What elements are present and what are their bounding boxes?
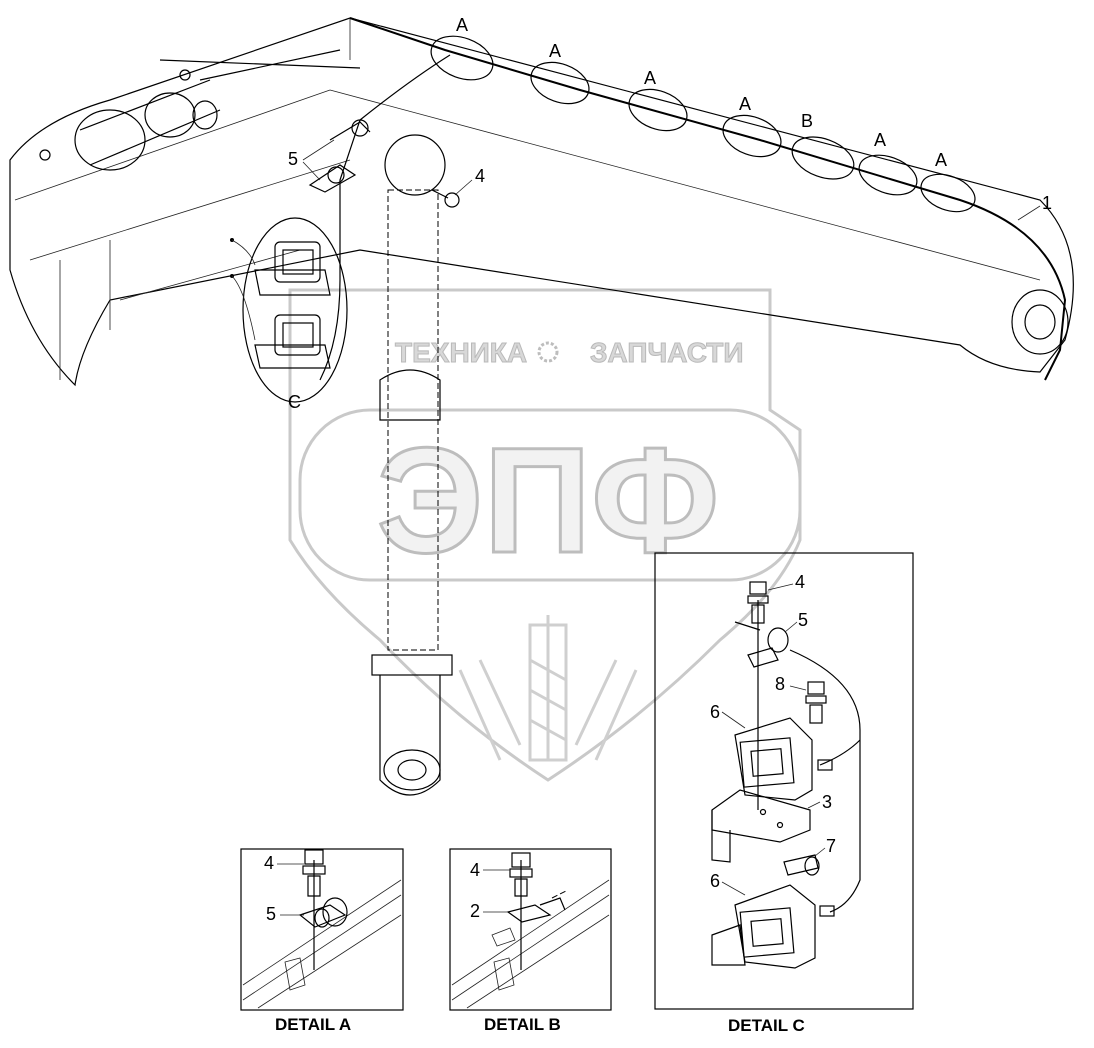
callout-b: B [801, 111, 813, 131]
watermark-gear-icon [537, 341, 559, 363]
boom-assembly [9, 17, 1074, 796]
detail-b-panel: 4 2 [449, 848, 612, 1011]
callout-part-4: 4 [475, 166, 485, 186]
watermark: ТЕХНИКА ЗАПЧАСТИ ЭПФ [288, 288, 802, 782]
callout-part-1: 1 [1042, 193, 1052, 213]
detail-c-caption: DETAIL C [728, 1016, 805, 1035]
detail-b-part-4: 4 [470, 860, 480, 880]
detail-c-part-3: 3 [822, 792, 832, 812]
callout-a-5: A [874, 130, 886, 150]
watermark-wheat-icon [458, 615, 638, 762]
detail-c-panel: 4 5 8 6 3 7 6 [654, 552, 914, 1010]
detail-a-part-5: 5 [266, 904, 276, 924]
watermark-shield-outline [288, 288, 802, 782]
boom-end-boss [1011, 289, 1069, 355]
main-clamp-parts [308, 119, 460, 208]
main-lamp-group [230, 217, 348, 403]
callout-a-1: A [456, 15, 468, 35]
callout-a-4: A [739, 94, 751, 114]
detail-c-part-5: 5 [798, 610, 808, 630]
detail-b-caption: DETAIL B [484, 1015, 561, 1034]
watermark-logo: ЭПФ [377, 416, 720, 584]
callout-a-2: A [549, 41, 561, 61]
wire-harness [349, 17, 1067, 381]
detail-c-part-8: 8 [775, 674, 785, 694]
boom-cylinder-left [39, 49, 361, 171]
detail-c-part-4: 4 [795, 572, 805, 592]
callout-a-3: A [644, 68, 656, 88]
watermark-text-left: ТЕХНИКА [395, 337, 527, 368]
detail-c-part-6-upper: 6 [710, 702, 720, 722]
detail-c-part-7: 7 [826, 836, 836, 856]
callout-part-5: 5 [288, 149, 298, 169]
wire-harness-branch [319, 54, 451, 381]
detail-a-part-4: 4 [264, 853, 274, 873]
callout-c: C [288, 392, 301, 412]
detail-a-caption: DETAIL A [275, 1015, 351, 1034]
detail-b-part-2: 2 [470, 901, 480, 921]
detail-c-lamp-upper [734, 717, 833, 801]
clamp-marks [430, 35, 976, 213]
boom-body [9, 17, 1074, 387]
watermark-banner [298, 408, 802, 582]
watermark-text-right: ЗАПЧАСТИ [590, 337, 743, 368]
arm-cylinder [371, 134, 453, 796]
callout-a-6: A [935, 150, 947, 170]
detail-c-bracket [711, 789, 811, 863]
detail-c-part-6-lower: 6 [710, 871, 720, 891]
detail-c-lamp-lower [711, 884, 835, 969]
detail-a-panel: 4 5 [240, 848, 404, 1011]
